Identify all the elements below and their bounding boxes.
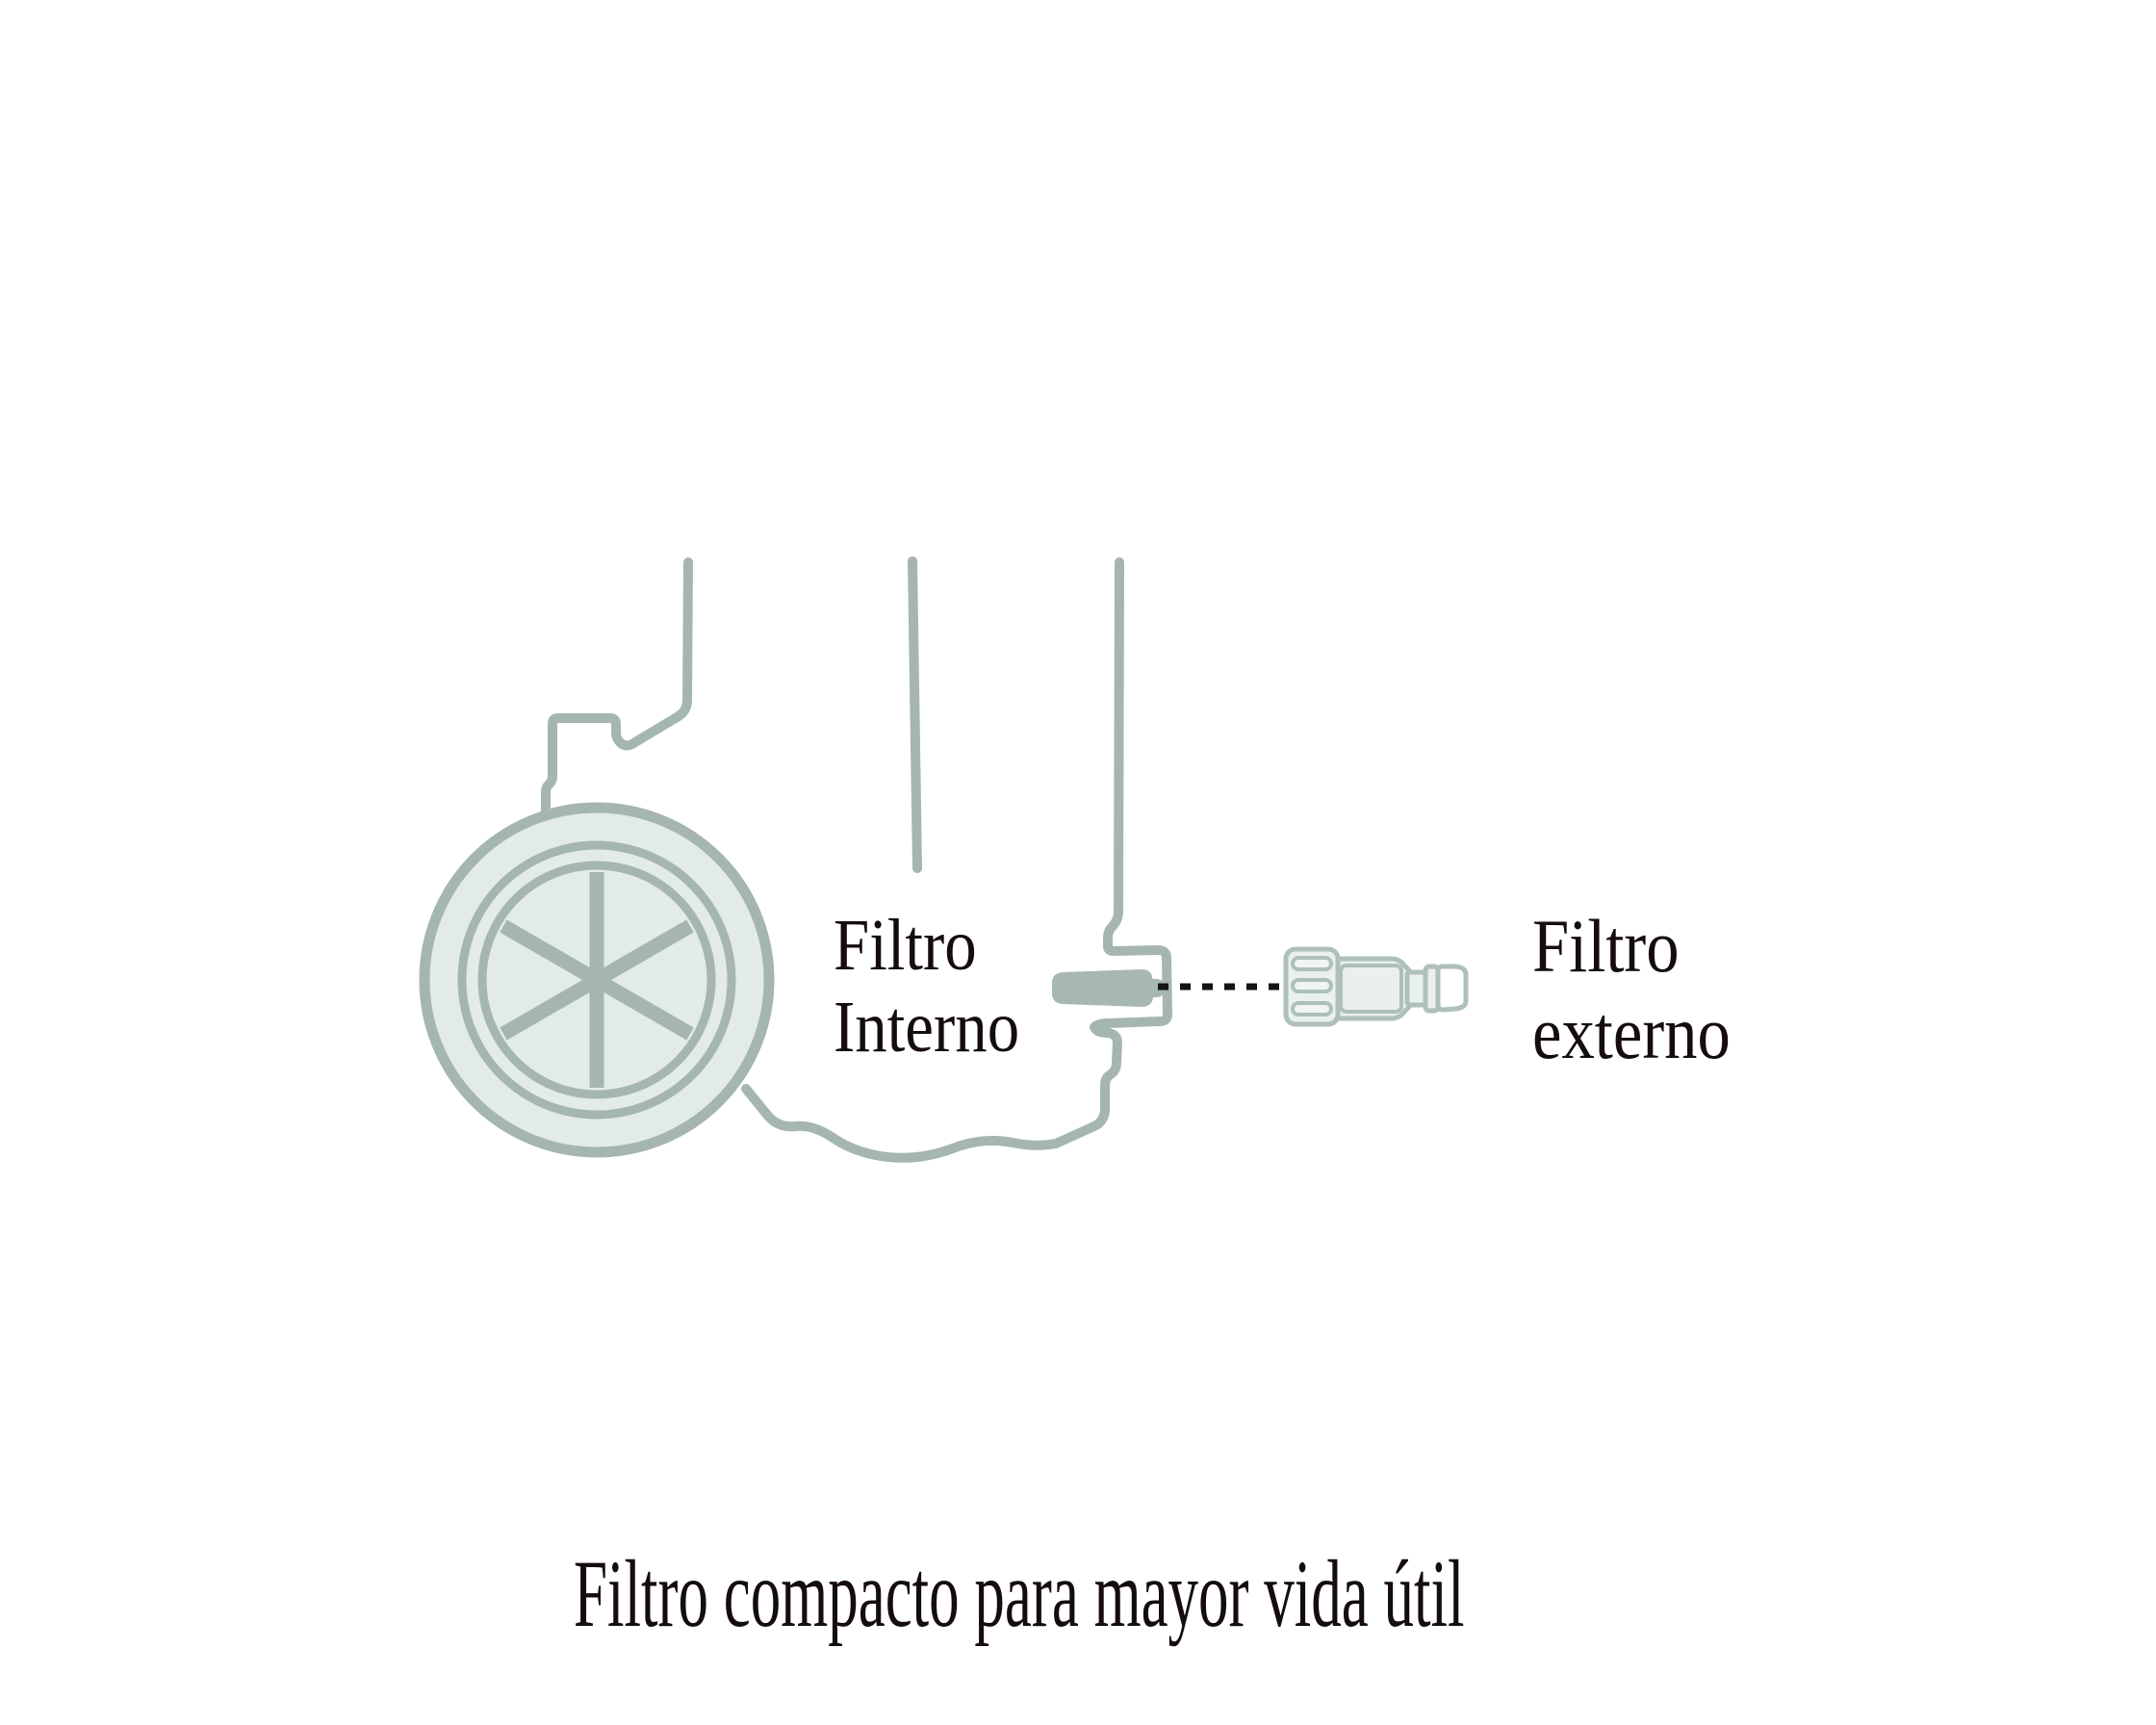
external-filter-label-line1: Filtro bbox=[1532, 904, 1680, 988]
wheel-middle-ring bbox=[457, 840, 736, 1120]
machine-outline-middle-seam bbox=[908, 556, 922, 873]
external-filter-body-band bbox=[1339, 964, 1403, 1014]
machine-outline bbox=[541, 556, 1172, 1163]
machine-outline-right-panel bbox=[741, 557, 1172, 1163]
caption: Filtro compacto para mayor vida útil bbox=[574, 1540, 1465, 1647]
external-filter-tip bbox=[1435, 964, 1469, 1013]
external-filter-cap-slots bbox=[1291, 956, 1333, 1017]
wheel-icon bbox=[419, 802, 775, 1158]
external-filter-label-line2: externo bbox=[1532, 991, 1731, 1074]
wheel-inner-ring bbox=[477, 861, 716, 1099]
internal-filter-label-line2: Interno bbox=[834, 987, 1020, 1068]
external-filter-label: Filtro externo bbox=[1532, 903, 1731, 1076]
machine-outline-left-panel bbox=[541, 557, 693, 824]
internal-filter-plug-icon bbox=[1052, 969, 1163, 1007]
internal-filter-label-line1: Filtro bbox=[834, 905, 977, 986]
external-filter-icon bbox=[1283, 946, 1469, 1027]
internal-filter-label: Filtro Interno bbox=[834, 905, 1019, 1068]
wheel-spokes bbox=[500, 872, 694, 1088]
